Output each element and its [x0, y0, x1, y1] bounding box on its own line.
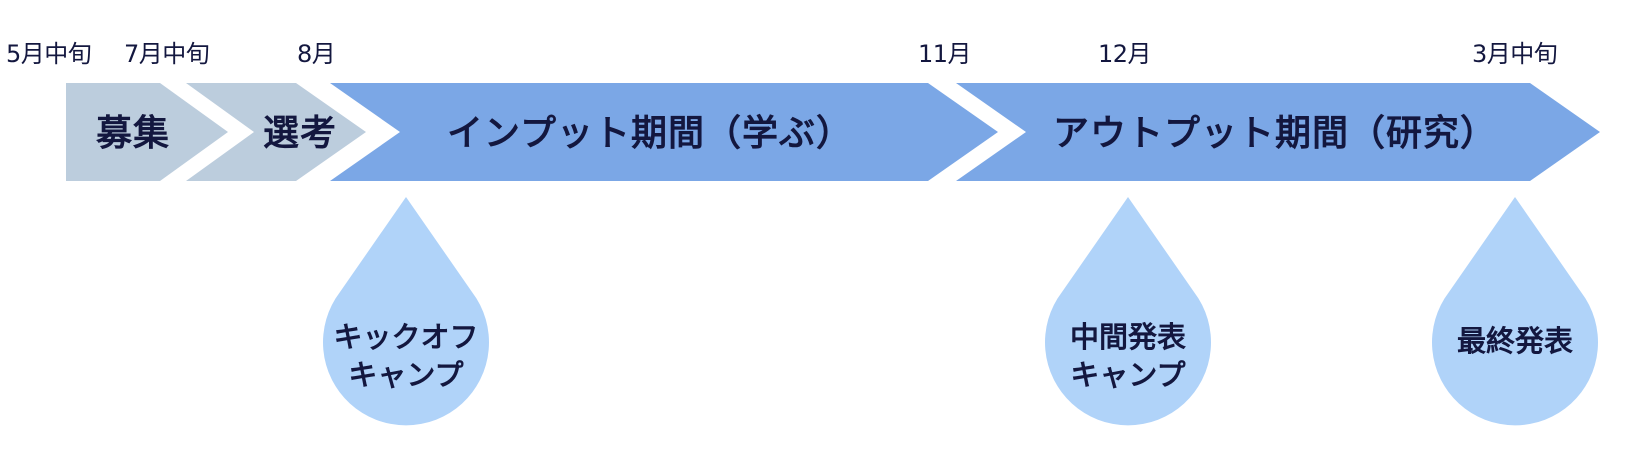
- phase-arrow-input: [330, 83, 998, 181]
- date-label-july: 7月中旬: [124, 40, 210, 68]
- date-label-may: 5月中旬: [6, 40, 92, 68]
- phase-arrow-selection: [186, 83, 366, 181]
- drop-final: [1432, 197, 1599, 426]
- event-label-line: 最終発表: [1456, 324, 1573, 358]
- date-label-aug: 8月: [297, 40, 336, 68]
- drop-kickoff: [323, 197, 489, 426]
- event-label-line: キャンプ: [348, 358, 464, 392]
- phase-label-recruit: 募集: [95, 113, 170, 154]
- phase-label-input: インプット期間（学ぶ）: [447, 113, 853, 154]
- event-label-line: 中間発表: [1069, 320, 1186, 354]
- phase-label-output: アウトプット期間（研究）: [1052, 113, 1497, 154]
- phase-arrow-output: [956, 83, 1600, 181]
- event-label-line: キャンプ: [1070, 358, 1186, 392]
- event-label-midterm: 中間発表 キャンプ: [1048, 318, 1208, 394]
- drop-midterm: [1045, 197, 1211, 426]
- event-label-line: キックオフ: [333, 320, 479, 354]
- phase-label-selection: 選考: [262, 113, 337, 154]
- date-label-nov: 11月: [918, 40, 972, 68]
- event-label-kickoff: キックオフ キャンプ: [326, 318, 486, 394]
- phase-arrow-recruit: [66, 83, 228, 181]
- event-label-final: 最終発表: [1435, 322, 1595, 360]
- date-label-dec: 12月: [1098, 40, 1152, 68]
- date-label-mar: 3月中旬: [1472, 40, 1558, 68]
